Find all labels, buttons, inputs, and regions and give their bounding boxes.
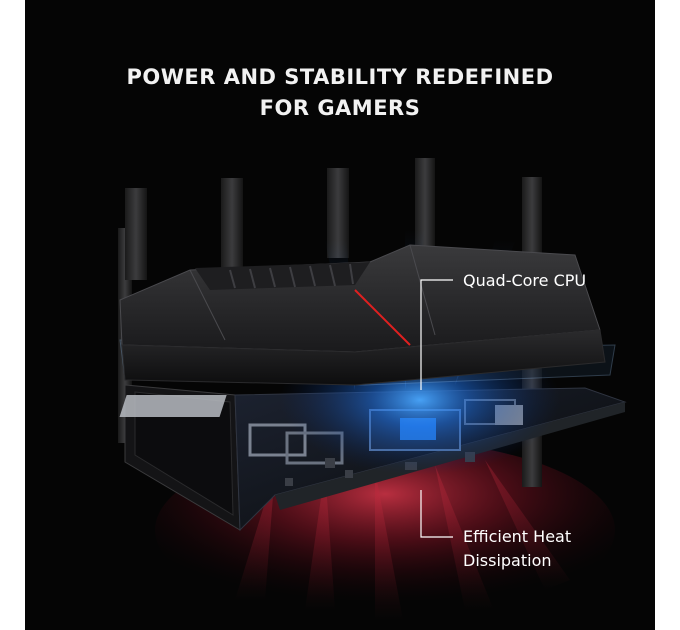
callout-lines <box>420 279 453 538</box>
headline-line-2: FOR GAMERS <box>259 96 421 120</box>
heat-callout-line-1: Efficient Heat <box>463 527 572 546</box>
router-illustration <box>118 158 627 620</box>
cpu-callout-line <box>420 279 453 390</box>
headline-line-1: POWER AND STABILITY REDEFINED <box>126 65 554 89</box>
heat-callout-label: Efficient Heat Dissipation <box>463 525 571 573</box>
heat-callout-line <box>420 490 453 538</box>
router-shell <box>119 244 606 386</box>
cpu-callout-label: Quad-Core CPU <box>463 271 587 290</box>
heat-callout-line-2: Dissipation <box>463 551 552 570</box>
headline: POWER AND STABILITY REDEFINED FOR GAMERS <box>25 62 655 124</box>
product-panel: POWER AND STABILITY REDEFINED FOR GAMERS <box>25 0 655 630</box>
